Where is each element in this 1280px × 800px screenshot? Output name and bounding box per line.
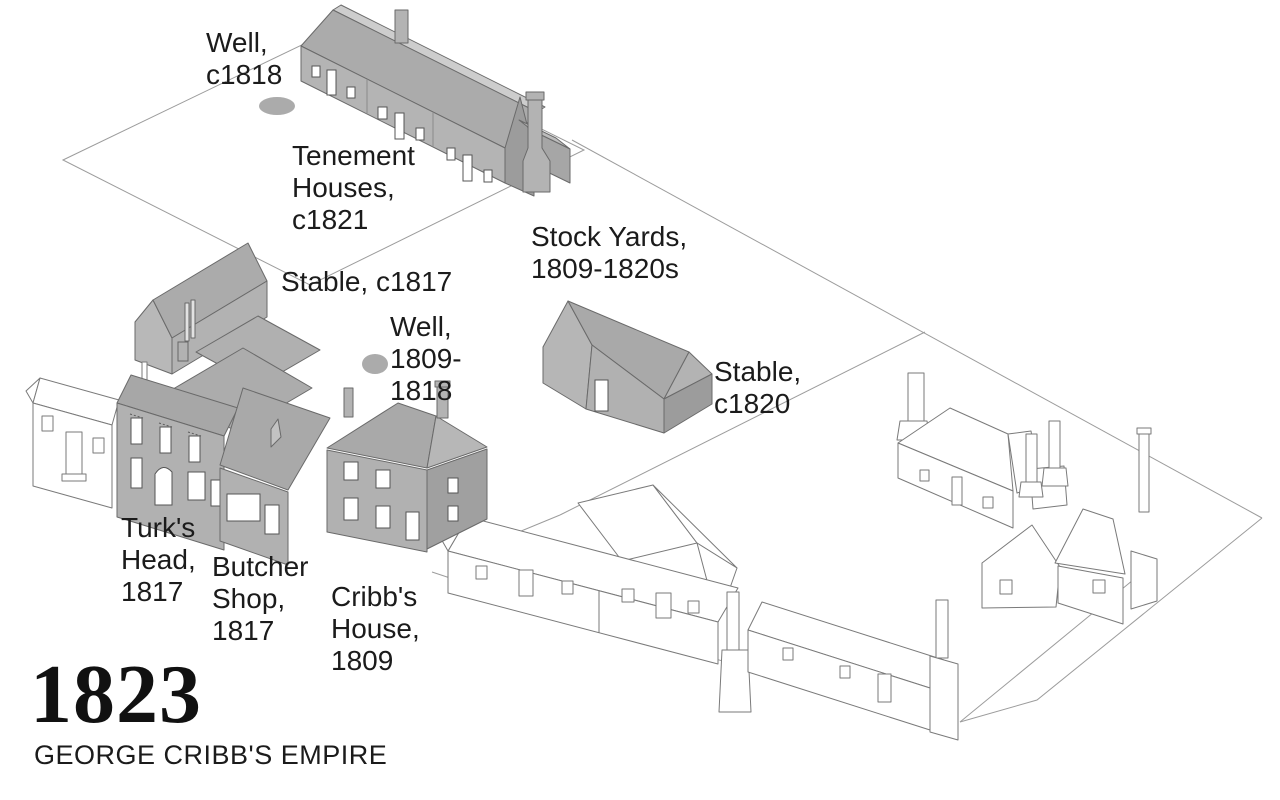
- well-1809-1818: [362, 354, 388, 374]
- terrace-door: [518, 569, 534, 597]
- gable-chimney: [522, 98, 551, 193]
- shopfront-window: [226, 493, 261, 522]
- label-tenement-houses: Tenement Houses, c1821: [292, 140, 415, 235]
- terrace-door: [655, 592, 672, 619]
- north-east-house-outline: [896, 372, 1069, 529]
- butcher-shop-building: [219, 387, 354, 566]
- title-subtitle: GEORGE CRIBB'S EMPIRE: [34, 740, 388, 770]
- label-well-1809-1818: Well, 1809- 1818: [390, 311, 462, 406]
- stable-door: [594, 379, 609, 412]
- label-stable-c1817: Stable, c1817: [281, 266, 453, 297]
- stable-c1817-building: [134, 242, 268, 397]
- label-turks-head: Turk's Head, 1817: [121, 512, 196, 607]
- terrace-row-outline-building: [439, 484, 739, 665]
- cottage-outline-building: [25, 377, 120, 509]
- tenement-houses-building: [300, 4, 571, 197]
- cribbs-house-building: [326, 380, 488, 553]
- label-butcher-shop: Butcher Shop, 1817: [212, 551, 309, 646]
- label-cribbs-house: Cribb's House, 1809: [331, 581, 420, 676]
- label-stable-c1820: Stable, c1820: [714, 356, 802, 419]
- label-stock-yards: Stock Yards, 1809-1820s: [531, 221, 688, 284]
- label-well-c1818: Well, c1818: [206, 27, 283, 90]
- title-year: 1823: [30, 648, 202, 741]
- house-door: [405, 511, 420, 541]
- shop-door: [264, 504, 280, 535]
- turks-head-building: [116, 374, 239, 551]
- east-houses-outline: [981, 427, 1158, 625]
- south-east-row-outline-building: [718, 591, 959, 741]
- well-c1818: [259, 97, 295, 115]
- arched-door: [154, 467, 173, 506]
- stable-c1820-building: [542, 300, 713, 434]
- tenement-door: [394, 112, 405, 140]
- house-door: [951, 476, 963, 506]
- row-door: [877, 673, 892, 703]
- roof-finial: [270, 418, 282, 448]
- cottage-door: [65, 431, 83, 475]
- tenement-door: [326, 69, 337, 96]
- ridge-chimney: [394, 9, 409, 44]
- tenement-door: [462, 154, 473, 182]
